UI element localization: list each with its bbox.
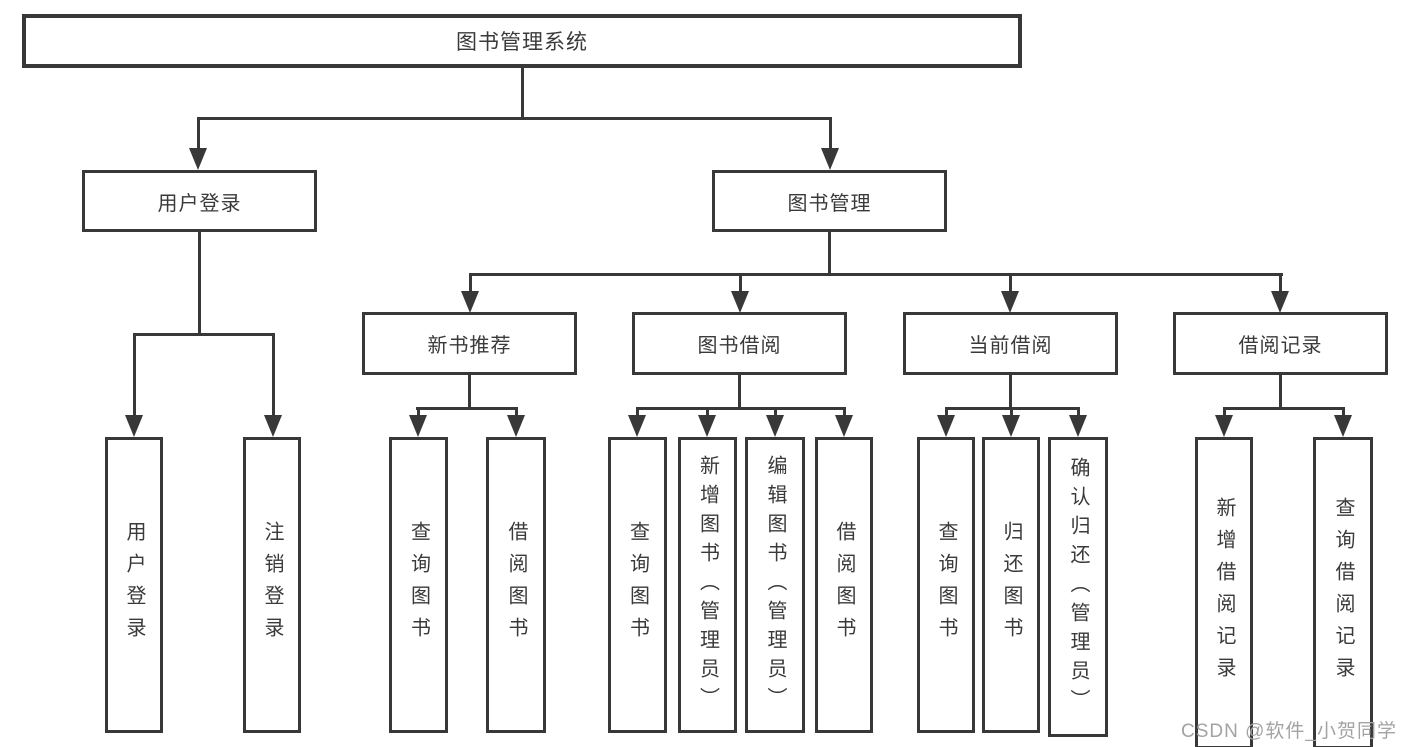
leaf-label: 借阅图书 — [505, 521, 527, 649]
connector-stem-cb-query — [944, 407, 948, 419]
leaf-current-confirm-return-admin: 确认归还（管理员） — [1048, 437, 1108, 737]
connector-newbook-trunk — [468, 375, 471, 407]
connector-stem-current-borrow — [1008, 273, 1012, 293]
node-label: 当前借阅 — [968, 335, 1053, 357]
arrowhead-bb-edit — [766, 415, 784, 437]
leaf-user-login: 用户登录 — [105, 437, 163, 733]
node-label: 图书借阅 — [697, 335, 782, 357]
leaf-label: 新增图书（管理员） — [696, 454, 719, 716]
connector-stem-user-login — [196, 117, 200, 150]
node-label: 新书推荐 — [427, 335, 512, 357]
node-book-management: 图书管理 — [712, 170, 947, 232]
arrowhead-leaf-logout — [264, 415, 282, 437]
leaf-record-add-borrow-record: 新增借阅记录 — [1195, 437, 1253, 747]
node-user-login: 用户登录 — [82, 170, 317, 232]
connector-stem-borrow-record — [1278, 273, 1282, 293]
connector-stem-bb-edit — [773, 407, 777, 419]
connector-bookborrow-hbar — [636, 407, 846, 410]
connector-bookmgmt-trunk — [828, 232, 831, 273]
arrowhead-book-management — [821, 148, 839, 170]
leaf-label: 查询图书 — [626, 521, 649, 649]
connector-stem-leaf-logout — [271, 333, 275, 417]
arrowhead-bb-borrow — [835, 415, 853, 437]
arrowhead-cb-query — [937, 415, 955, 437]
connector-stem-bb-query — [636, 407, 639, 419]
connector-stem-nb-borrow — [514, 407, 518, 419]
leaf-label: 查询图书 — [935, 521, 957, 649]
arrowhead-br-query — [1334, 415, 1352, 437]
leaf-label: 确认归还（管理员） — [1067, 456, 1089, 718]
arrowhead-leaf-user-login — [125, 415, 143, 437]
node-label: 用户登录 — [157, 192, 242, 215]
leaf-borrow-query-book: 查询图书 — [608, 437, 667, 733]
leaf-current-query-book: 查询图书 — [917, 437, 975, 733]
arrowhead-cb-return — [1002, 415, 1020, 437]
arrowhead-bb-query — [628, 415, 646, 437]
connector-stem-bb-borrow — [842, 407, 846, 419]
arrowhead-book-borrow — [731, 291, 749, 313]
connector-stem-br-query — [1341, 407, 1345, 419]
leaf-label: 注销登录 — [261, 521, 283, 649]
connector-borrowrecord-hbar — [1222, 407, 1345, 410]
connector-stem-new-book — [468, 273, 472, 293]
arrowhead-user-login — [189, 148, 207, 170]
connector-stem-br-add — [1222, 407, 1226, 419]
connector-stem-book-borrow — [738, 273, 742, 293]
leaf-newbook-query-book: 查询图书 — [389, 437, 448, 733]
connector-userlogin-hbar — [132, 333, 275, 336]
arrowhead-new-book — [461, 291, 479, 313]
leaf-label: 借阅图书 — [833, 521, 855, 649]
node-root-system: 图书管理系统 — [22, 14, 1022, 68]
leaf-label: 新增借阅记录 — [1213, 497, 1235, 689]
leaf-logout: 注销登录 — [243, 437, 301, 733]
arrowhead-nb-borrow — [507, 415, 525, 437]
leaf-label: 用户登录 — [123, 521, 145, 649]
node-label: 图书管理 — [787, 192, 872, 215]
connector-borrowrecord-trunk — [1279, 375, 1282, 407]
arrowhead-borrow-record — [1271, 291, 1289, 313]
leaf-label: 查询借阅记录 — [1332, 497, 1354, 689]
arrowhead-nb-query — [409, 415, 427, 437]
connector-stem-bb-add — [706, 407, 709, 419]
leaf-borrow-edit-book-admin: 编辑图书（管理员） — [745, 437, 805, 733]
connector-root-hbar — [196, 117, 832, 120]
arrowhead-br-add — [1215, 415, 1233, 437]
arrowhead-current-borrow — [1001, 291, 1019, 313]
connector-bookmgmt-hbar — [468, 273, 1283, 276]
connector-stem-cb-return — [1009, 407, 1013, 419]
leaf-borrow-borrow-book: 借阅图书 — [815, 437, 873, 733]
leaf-borrow-add-book-admin: 新增图书（管理员） — [678, 437, 737, 733]
node-label: 借阅记录 — [1238, 335, 1323, 357]
node-borrow-record: 借阅记录 — [1173, 312, 1388, 375]
node-new-book-recommend: 新书推荐 — [362, 312, 577, 375]
connector-stem-book-management — [828, 117, 832, 150]
node-current-borrow: 当前借阅 — [903, 312, 1118, 375]
leaf-label: 归还图书 — [1000, 521, 1022, 649]
connector-root-trunk — [520, 68, 524, 117]
arrowhead-cb-confirm — [1069, 415, 1087, 437]
connector-userlogin-trunk — [198, 232, 201, 333]
node-book-borrow: 图书借阅 — [632, 312, 847, 375]
connector-currentborrow-trunk — [1009, 375, 1012, 407]
connector-stem-nb-query — [417, 407, 420, 419]
leaf-current-return-book: 归还图书 — [982, 437, 1040, 733]
leaf-label: 编辑图书（管理员） — [764, 454, 786, 716]
connector-stem-leaf-user-login — [132, 333, 136, 417]
connector-stem-cb-confirm — [1076, 407, 1080, 419]
leaf-label: 查询图书 — [407, 521, 430, 649]
arrowhead-bb-add — [698, 415, 716, 437]
node-label: 图书管理系统 — [456, 31, 588, 54]
connector-newbook-hbar — [416, 407, 517, 410]
connector-bookborrow-trunk — [738, 375, 741, 407]
leaf-newbook-borrow-book: 借阅图书 — [486, 437, 546, 733]
leaf-record-query-borrow-record: 查询借阅记录 — [1313, 437, 1373, 747]
csdn-watermark: CSDN @软件_小贺同学 — [1181, 721, 1397, 742]
